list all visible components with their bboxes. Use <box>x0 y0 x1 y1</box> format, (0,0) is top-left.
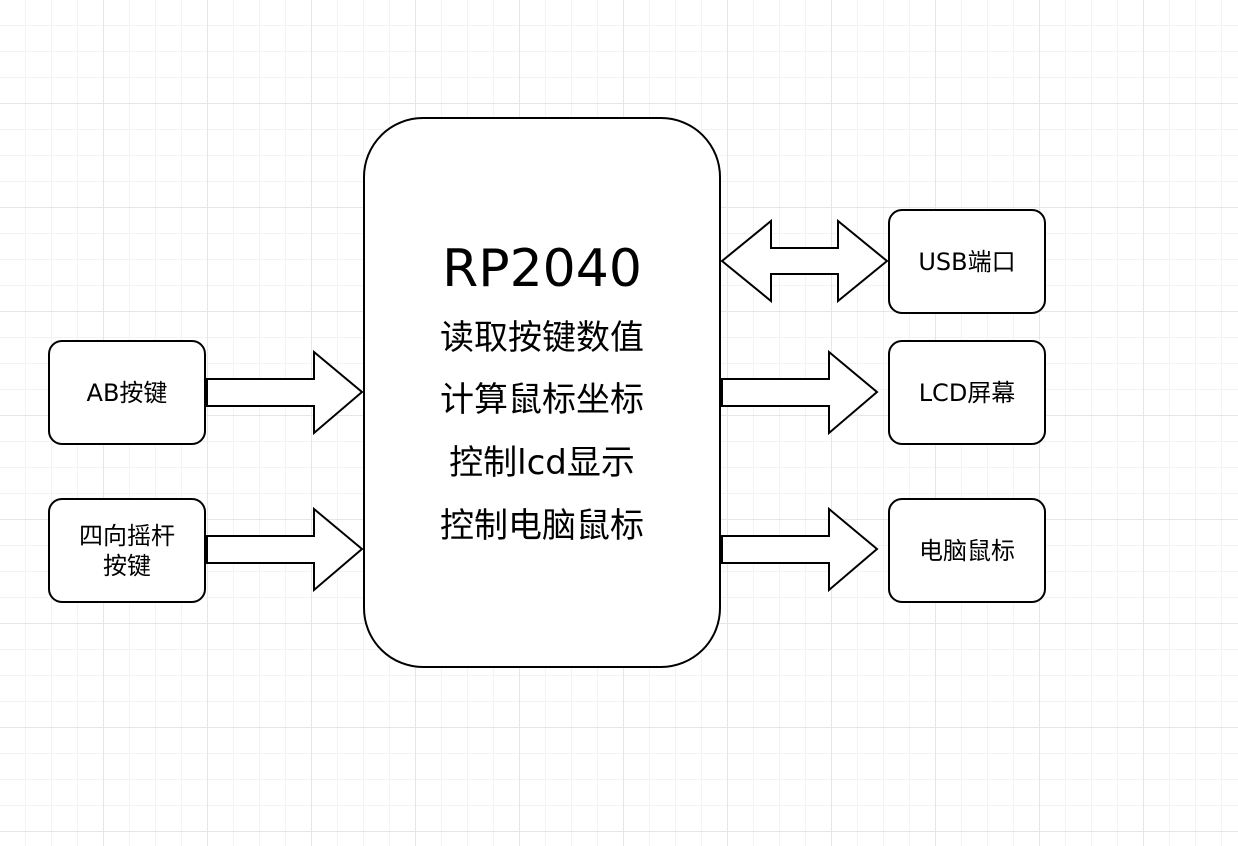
output-usb-port-box: USB端口 <box>888 209 1046 314</box>
arrow-rp2040-usb-bidirectional <box>720 218 889 304</box>
controller-function-1: 读取按键数值 <box>440 318 644 358</box>
arrow-rp2040-to-lcd <box>721 349 879 436</box>
input-joystick-box: 四向摇杆 按键 <box>48 498 206 603</box>
controller-function-2: 计算鼠标坐标 <box>440 380 644 420</box>
input-joystick-label: 四向摇杆 按键 <box>79 521 175 580</box>
output-usb-port-label: USB端口 <box>918 247 1016 276</box>
controller-rp2040-box: RP2040 读取按键数值 计算鼠标坐标 控制lcd显示 控制电脑鼠标 <box>363 117 721 668</box>
output-lcd-screen-label: LCD屏幕 <box>918 378 1016 407</box>
controller-function-3: 控制lcd显示 <box>449 443 635 483</box>
input-ab-buttons-box: AB按键 <box>48 340 206 445</box>
input-ab-buttons-label: AB按键 <box>86 378 168 407</box>
output-pc-mouse-label: 电脑鼠标 <box>919 536 1015 565</box>
arrow-ab-to-rp2040 <box>206 349 364 436</box>
arrow-joystick-to-rp2040 <box>206 506 364 593</box>
controller-function-4: 控制电脑鼠标 <box>440 506 644 546</box>
arrow-rp2040-to-pc-mouse <box>721 506 879 593</box>
output-lcd-screen-box: LCD屏幕 <box>888 340 1046 445</box>
output-pc-mouse-box: 电脑鼠标 <box>888 498 1046 603</box>
controller-title: RP2040 <box>442 239 642 299</box>
